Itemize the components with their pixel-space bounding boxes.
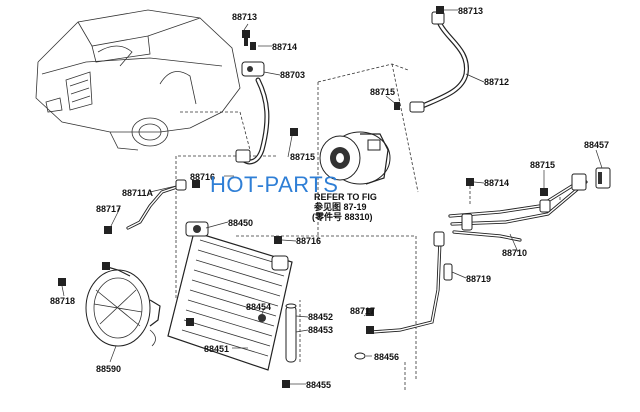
reference-line-3: (零件号 88310) [312,211,373,222]
label-88715-upper: 88715 [370,87,395,97]
label-88719: 88719 [466,274,491,284]
label-88454: 88454 [246,302,271,312]
label-88455: 88455 [306,380,331,390]
fan-motor [58,262,161,347]
hose-88712 [394,6,469,113]
label-88703: 88703 [280,70,305,80]
label-88450: 88450 [228,218,253,228]
reference-line-2: 参见图 87-19 [314,201,367,212]
label-88718: 88718 [50,296,75,306]
hose-88703 [235,30,298,165]
label-88453: 88453 [308,325,333,335]
label-88451: 88451 [204,344,229,354]
leader-lines [61,9,603,385]
label-88715-right: 88715 [530,160,555,170]
label-88714-right: 88714 [484,178,509,188]
label-88711A: 88711A [122,188,154,198]
label-88716-condenser: 88716 [296,236,321,246]
label-88714-top: 88714 [272,42,297,52]
watermark: HOT-PARTS [210,172,338,197]
label-88710: 88710 [502,248,527,258]
compressor [319,131,391,185]
label-88457: 88457 [584,140,609,150]
vehicle-front-outline [35,9,241,151]
label-88712: 88712 [484,77,509,87]
label-88456: 88456 [374,352,399,362]
part-labels: 88713 88714 88703 88715 88716 88711A 887… [50,6,609,390]
condenser [167,221,297,388]
label-88590: 88590 [96,364,121,374]
label-88452: 88452 [308,312,333,322]
label-88715-center: 88715 [290,152,315,162]
label-88713-top: 88713 [232,12,257,22]
reference-line-1: REFER TO FIG [314,192,377,202]
reference-note: REFER TO FIG 参见图 87-19 (零件号 88310) [312,192,377,222]
label-88713-right: 88713 [458,6,483,16]
label-88716-top: 88716 [190,172,215,182]
pipe-assembly-88710 [354,167,611,360]
label-88717-right: 88717 [350,306,375,316]
label-88717-left: 88717 [96,204,121,214]
